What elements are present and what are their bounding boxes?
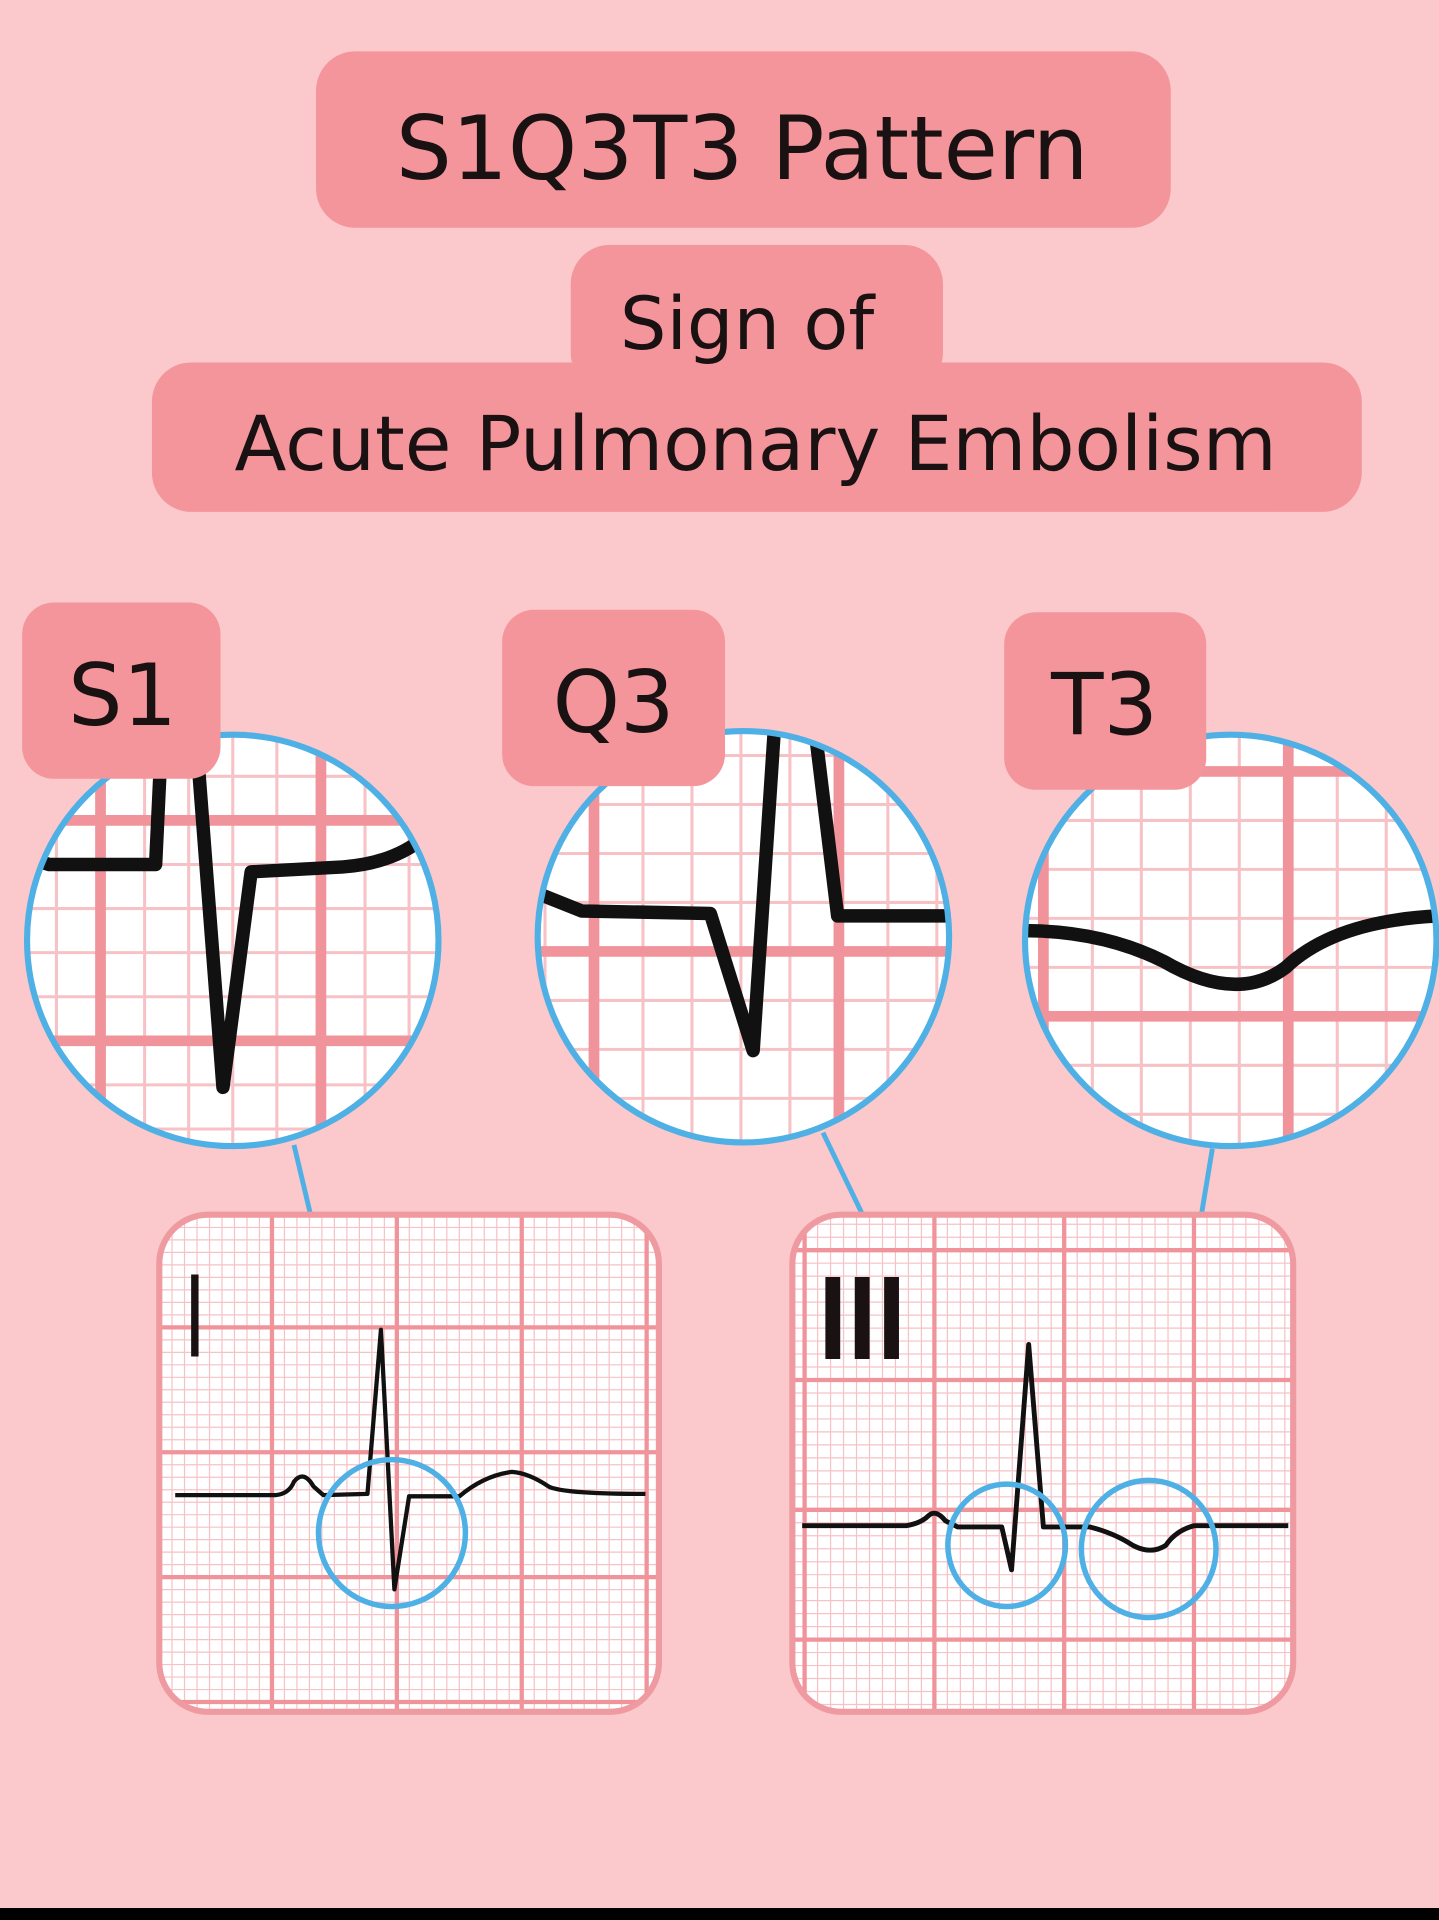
- ecg-strip-lead-iii: III: [789, 1211, 1297, 1715]
- title-banner: S1Q3T3 Pattern: [316, 51, 1171, 228]
- lead-label-i: I: [187, 1252, 202, 1384]
- lead-iii-trace: [802, 1342, 1289, 1573]
- lead-i-trace: [175, 1327, 646, 1592]
- svg-text:T3: T3: [1050, 656, 1158, 756]
- subtitle-banner: Sign of Acute Pulmonary Embolism: [151, 244, 1362, 512]
- ecg-grid: [27, 734, 439, 1147]
- subtitle-line-1: Sign of: [620, 282, 877, 367]
- label-t3: T3: [1004, 612, 1207, 790]
- magnifier-s1: [23, 731, 442, 1150]
- magnifier-t3: [1022, 731, 1439, 1150]
- highlight-circle-q3: [945, 1481, 1069, 1610]
- ecg-strip-lead-i: I: [156, 1211, 662, 1715]
- label-s1: S1: [22, 602, 221, 779]
- title: S1Q3T3 Pattern: [396, 97, 1089, 200]
- t3-trace: [1025, 909, 1437, 991]
- q3-trace: [537, 733, 950, 1058]
- magnifier-q3: [534, 727, 953, 1146]
- svg-text:S1: S1: [68, 646, 177, 746]
- lead-label-iii: III: [818, 1254, 906, 1386]
- ecg-grid: [792, 1214, 1294, 1712]
- bottom-bar: [0, 1908, 1439, 1920]
- ecg-grid: [159, 1214, 659, 1712]
- highlight-circle-t3: [1078, 1477, 1219, 1621]
- label-q3: Q3: [502, 609, 726, 787]
- subtitle-line-2: Acute Pulmonary Embolism: [235, 400, 1277, 488]
- highlight-circle-s1: [315, 1456, 469, 1610]
- svg-text:Q3: Q3: [553, 653, 675, 753]
